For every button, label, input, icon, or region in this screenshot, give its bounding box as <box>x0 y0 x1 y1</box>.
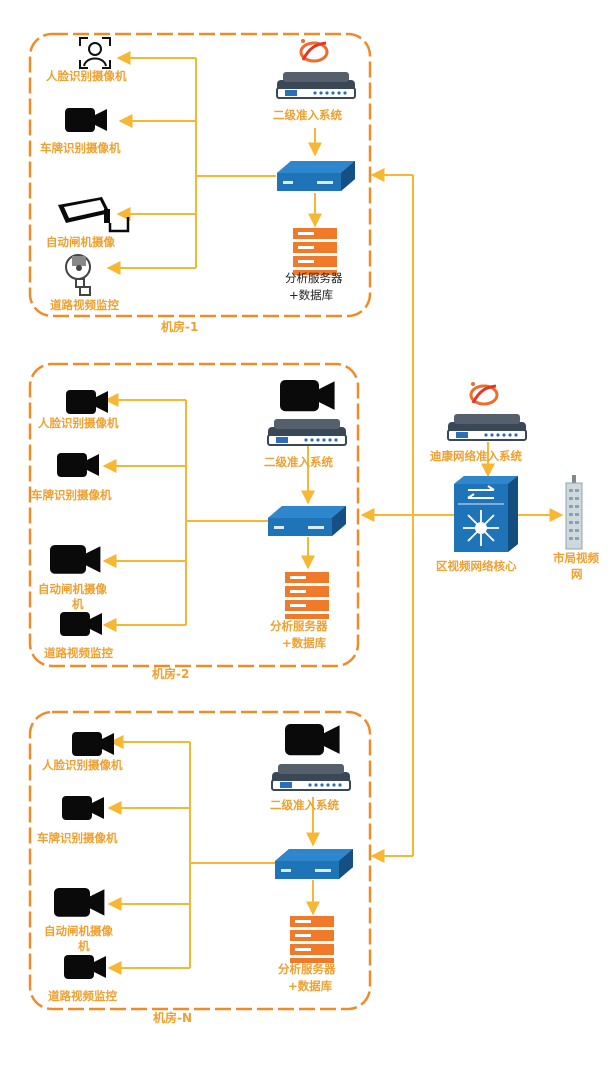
room-2-label: 机房-2 <box>152 666 189 681</box>
server-label-line1: 分析服务器 <box>270 619 328 633</box>
city-label-line1: 市局视频 <box>553 551 599 565</box>
access-device-icon <box>276 71 356 99</box>
room-n-label: 机房-N <box>153 1010 192 1025</box>
plate-camera-label: 车牌识别摄像机 <box>40 141 121 155</box>
switch-icon <box>275 849 353 879</box>
road-camera-label: 道路视频监控 <box>48 989 117 1003</box>
core-label: 区视频网络核心 <box>436 559 517 573</box>
access-device-icon <box>271 763 351 791</box>
server-label-line2: +数据库 <box>282 636 327 650</box>
video-camera-icon <box>280 380 335 412</box>
face-camera-label: 人脸识别摄像机 <box>38 416 119 430</box>
face-camera-label: 人脸识别摄像机 <box>46 69 127 83</box>
video-camera-icon <box>66 390 108 414</box>
switch-icon <box>277 161 355 191</box>
video-camera-icon <box>65 108 107 132</box>
switch-icon <box>268 506 346 536</box>
gateway-label: 迪康网络准入系统 <box>430 449 522 463</box>
road-camera-label: 道路视频监控 <box>50 298 119 312</box>
road-camera-label: 道路视频监控 <box>44 646 113 660</box>
access-system-label: 二级准入系统 <box>264 455 333 469</box>
video-camera-icon <box>64 955 106 979</box>
gate-camera-icon <box>58 197 130 233</box>
room-1-frame <box>28 32 372 318</box>
logo-icon <box>469 380 499 406</box>
video-camera-icon <box>60 612 102 636</box>
video-camera-icon <box>57 453 99 477</box>
video-camera-icon <box>50 545 101 574</box>
gate-camera-label-wrap: 机 <box>72 597 84 611</box>
logo-icon <box>299 37 329 63</box>
video-camera-icon <box>72 732 114 756</box>
video-camera-icon <box>285 724 340 756</box>
connectors <box>102 51 564 975</box>
room-n-frame <box>28 710 372 1011</box>
server-icon <box>285 572 329 619</box>
server-icon <box>293 228 337 275</box>
server-icon <box>290 916 334 963</box>
gate-camera-label: 自动闸机摄像 <box>46 235 115 249</box>
face-camera-label: 人脸识别摄像机 <box>42 758 123 772</box>
room-1-label: 机房-1 <box>161 319 198 334</box>
access-device-icon <box>267 418 347 446</box>
server-label-line2: +数据库 <box>289 288 333 302</box>
gate-camera-label: 自动闸机摄像 <box>38 582 107 596</box>
access-system-label: 二级准入系统 <box>270 798 339 812</box>
building-icon <box>565 475 583 550</box>
server-label-line1: 分析服务器 <box>285 271 343 285</box>
gate-camera-label: 自动闸机摄像 <box>44 924 113 938</box>
server-label-line1: 分析服务器 <box>278 962 336 976</box>
video-camera-icon <box>62 796 104 820</box>
plate-camera-label: 车牌识别摄像机 <box>31 488 112 502</box>
video-camera-icon <box>54 888 105 917</box>
plate-camera-label: 车牌识别摄像机 <box>37 831 118 845</box>
dome-camera-icon <box>65 254 91 296</box>
access-device-icon <box>447 413 527 441</box>
gate-camera-label-wrap: 机 <box>78 939 90 953</box>
access-system-label: 二级准入系统 <box>273 108 342 122</box>
city-label-line2: 网 <box>571 567 583 581</box>
server-label-line2: +数据库 <box>288 979 333 993</box>
core-switch-icon <box>454 476 518 552</box>
face-camera-icon <box>79 37 111 69</box>
room-2-frame <box>28 362 360 668</box>
